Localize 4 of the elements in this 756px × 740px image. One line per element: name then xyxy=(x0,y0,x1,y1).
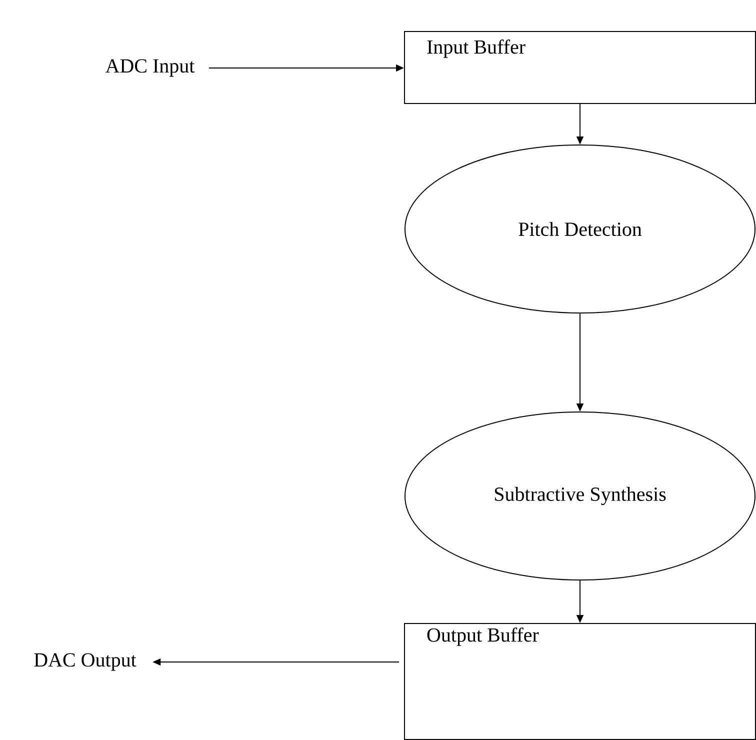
buffer-box: Input Buffer xyxy=(404,31,756,104)
input-output-label: ADC Input xyxy=(105,59,195,77)
input-output-label: DAC Output xyxy=(34,653,136,671)
buffer-box: Output Buffer xyxy=(404,623,756,740)
